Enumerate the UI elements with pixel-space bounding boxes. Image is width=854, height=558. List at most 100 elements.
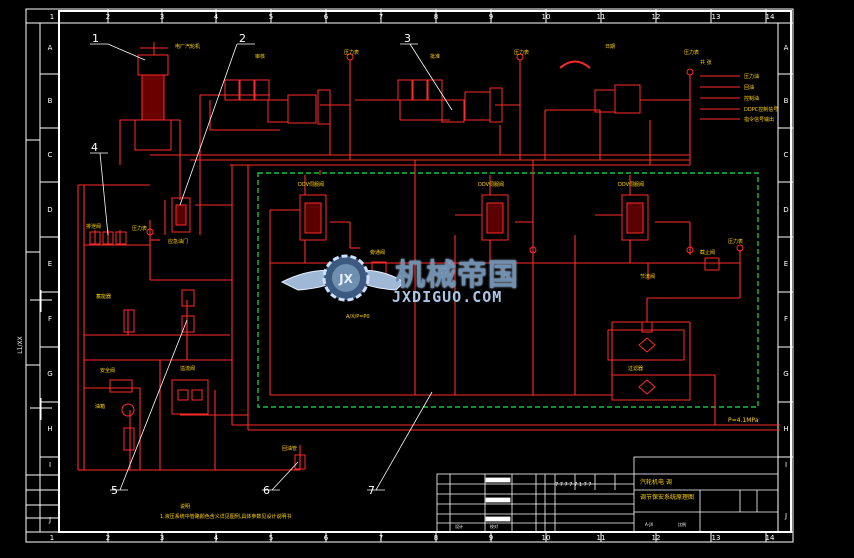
- row-label-right-J: J: [784, 512, 787, 520]
- row-label-right-E: E: [784, 260, 788, 268]
- tag-date: 日期: [605, 44, 615, 50]
- callout-5: 5: [111, 484, 118, 497]
- row-label-left-B: B: [48, 97, 53, 105]
- col-label-top-7: 7: [379, 13, 383, 21]
- top-component-tags: 电厂汽轮机 审核 批准 日期 共 张: [175, 43, 712, 66]
- label-safety: 安全阀: [100, 367, 115, 374]
- label-pressure-d: 压力表: [132, 225, 147, 232]
- row-label-right-H: H: [783, 425, 788, 433]
- label-pressure-b: 压力表: [514, 49, 529, 56]
- col-label-bottom-9: 9: [489, 534, 493, 542]
- notes-text: 1.液压系统中管路颜色含义详见图例,具体参数见设计说明书: [160, 513, 291, 520]
- col-label-bottom-4: 4: [214, 534, 219, 542]
- col-label-bottom-2: 2: [106, 534, 110, 542]
- label-pressure-c: 压力表: [684, 49, 699, 56]
- tag-company: 电厂汽轮机: [175, 43, 200, 50]
- label-pressure-e: 压力表: [728, 238, 743, 245]
- callout-3: 3: [404, 32, 411, 45]
- col-label-top-6: 6: [324, 13, 329, 21]
- label-ddv-2: DDV伺服阀: [478, 181, 504, 188]
- ddv-valve-3: [621, 194, 649, 241]
- servo-group-dashed-box: [257, 172, 759, 408]
- label-bypass: 旁通阀: [370, 249, 385, 256]
- row-label-right-A: A: [784, 44, 789, 52]
- row-label-left-C: C: [48, 151, 53, 159]
- label-p-note: P=4.1MPa: [728, 417, 759, 424]
- callout-6: 6: [263, 484, 270, 497]
- callout-7: 7: [368, 484, 375, 497]
- row-label-left-I: I: [49, 461, 51, 469]
- components: [89, 42, 744, 470]
- col-label-top-1: 1: [50, 13, 54, 21]
- main-steam-valve: [137, 54, 169, 76]
- tb-check: 校对: [490, 523, 498, 529]
- tb-title-line2: 调节保安系统原理图: [640, 493, 694, 501]
- label-ddv-1: DDV伺服阀: [298, 181, 324, 188]
- label-emergency: 应急油门: [168, 238, 188, 245]
- tb-revision: 7 7 7 7 7 1 7 7: [555, 482, 592, 488]
- row-label-left-H: H: [47, 425, 52, 433]
- legend-text: 压力油 回油 控制油 DDPC控制信号 指令信号输出: [744, 73, 778, 123]
- callout-1: 1: [92, 32, 99, 45]
- callout-numbers: 1 2 3 4 5 6 7: [91, 32, 411, 497]
- col-label-top-14: 14: [766, 13, 775, 21]
- border-ticks: [26, 9, 793, 542]
- col-label-bottom-12: 12: [652, 534, 661, 542]
- col-label-bottom-5: 5: [269, 534, 273, 542]
- col-label-top-4: 4: [214, 13, 219, 21]
- title-block-text: 汽轮机电 调 调节保安系统原理图 7 7 7 7 7 1 7 7 A-JX 比例…: [455, 478, 694, 529]
- col-label-bottom-11: 11: [597, 534, 606, 542]
- label-check: 节流阀: [640, 273, 655, 280]
- watermark-badge: JX: [280, 254, 405, 302]
- watermark-url: JXDIGUO.COM: [392, 288, 503, 306]
- notes: 说明 1.液压系统中管路颜色含义详见图例,具体参数见设计说明书: [160, 503, 291, 520]
- row-label-left-E: E: [48, 260, 52, 268]
- label-oil-tank: 油箱: [95, 403, 105, 410]
- legend-item-2: 回油: [744, 84, 754, 91]
- row-label-left-F: F: [48, 315, 52, 323]
- component-labels: 压力表 压力表 压力表 压力表 压力表 DDV伺服阀 DDV伺服阀 DDV伺服阀…: [86, 49, 759, 452]
- legend-item-3: 控制油: [744, 95, 759, 102]
- tb-code: A-JX: [645, 522, 653, 527]
- row-label-left-A: A: [48, 44, 53, 52]
- emergency-valve: [171, 197, 191, 233]
- col-label-top-13: 13: [712, 13, 721, 21]
- col-label-top-2: 2: [106, 13, 110, 21]
- col-label-bottom-1: 1: [50, 534, 54, 542]
- row-label-right-I: I: [785, 461, 787, 469]
- label-pressure-a: 压力表: [344, 49, 359, 56]
- side-label: L1/XX: [17, 336, 24, 353]
- border-labels: 1 2 3 4 5 6 7 8 9 10 11 12 13 14 1 2 3 4…: [17, 13, 789, 542]
- ddv-valve-2: [481, 194, 509, 241]
- row-label-right-C: C: [784, 151, 789, 159]
- label-accumulator: 蓄能器: [96, 293, 111, 300]
- callout-leaders: [90, 43, 453, 491]
- label-ddv-3: DDV伺服阀: [618, 181, 644, 188]
- col-label-top-11: 11: [597, 13, 606, 21]
- callout-4: 4: [91, 141, 98, 154]
- row-label-left-G: G: [47, 370, 52, 378]
- label-filter: 过滤器: [628, 365, 643, 372]
- col-label-bottom-7: 7: [379, 534, 383, 542]
- watermark-badge-text: JX: [338, 272, 353, 286]
- col-label-bottom-14: 14: [766, 534, 775, 542]
- col-label-bottom-13: 13: [712, 534, 721, 542]
- notes-title: 说明: [180, 503, 190, 510]
- tag-review: 审核: [255, 53, 265, 60]
- label-blocking: 截止阀: [700, 249, 715, 256]
- row-label-left-J: J: [48, 516, 51, 524]
- label-relief: 溢流阀: [180, 365, 195, 372]
- label-p-note-small: A/X/P=P0: [346, 314, 370, 320]
- row-label-right-F: F: [784, 315, 788, 323]
- row-label-right-B: B: [784, 97, 789, 105]
- label-return: 回油管: [282, 445, 297, 452]
- title-block: [436, 456, 779, 533]
- col-label-bottom-3: 3: [160, 534, 164, 542]
- col-label-bottom-8: 8: [434, 534, 438, 542]
- legend-item-5: 指令信号输出: [744, 116, 774, 123]
- tb-title-line1: 汽轮机电 调: [640, 478, 672, 486]
- row-label-right-D: D: [783, 206, 788, 214]
- label-drain: 排泄阀: [86, 223, 101, 230]
- col-label-bottom-10: 10: [542, 534, 551, 542]
- tb-design: 设计: [455, 523, 463, 529]
